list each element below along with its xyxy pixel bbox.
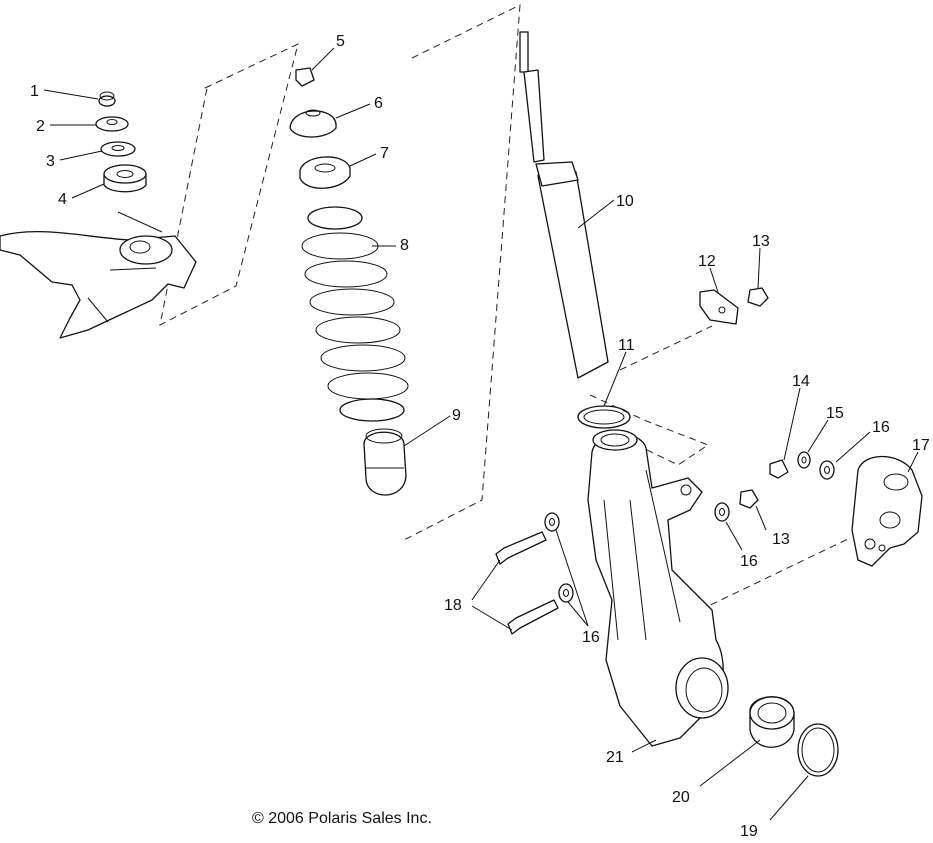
callout-14: 14: [792, 373, 810, 390]
coil-spring-8: [301, 206, 409, 422]
leader-lines: [43, 47, 919, 821]
bump-stop-9: [363, 428, 407, 496]
nut-1: [98, 91, 116, 107]
bolt-18-upper: [495, 531, 547, 565]
spring-seat-6: [289, 109, 337, 138]
callout-15: 15: [826, 405, 844, 422]
callout-8: 8: [400, 237, 409, 254]
callout-4: 4: [58, 191, 67, 208]
callout-numbers: 1 2 3 4 5 6 7 8 9 10 11 12 13 13 14 15 1…: [30, 33, 930, 840]
washer-16-middle: [714, 502, 730, 522]
callout-16-middle: 16: [740, 553, 758, 570]
nut-13-middle: [739, 489, 759, 509]
seal-ring-11: [577, 405, 631, 429]
wheel-bearing-20: [749, 696, 795, 748]
upper-mount-frame: [0, 211, 197, 339]
callout-7: 7: [380, 145, 389, 162]
callout-16-right: 16: [872, 419, 890, 436]
bolt-14: [769, 459, 789, 479]
bushing-4: [103, 164, 147, 193]
callout-13-top: 13: [752, 233, 770, 250]
strut-10: [519, 31, 609, 379]
washer-16-lower-left: [558, 583, 574, 603]
callout-21: 21: [606, 749, 624, 766]
washer-3: [100, 141, 136, 157]
copyright-notice: © 2006 Polaris Sales Inc.: [252, 810, 432, 827]
callout-12: 12: [698, 253, 716, 270]
callout-3: 3: [46, 153, 55, 170]
spring-seat-7: [299, 156, 351, 189]
callout-20: 20: [672, 789, 690, 806]
bolt-18-lower: [507, 599, 559, 635]
callout-11: 11: [618, 337, 635, 354]
snap-ring-19: [797, 723, 839, 777]
nut-13-top: [747, 287, 769, 307]
callout-6: 6: [374, 95, 383, 112]
assembly-guide-lines: [159, 4, 851, 611]
callout-10: 10: [616, 193, 634, 210]
caliper-bracket-17: [851, 456, 923, 567]
steering-knuckle-21: [587, 429, 729, 747]
callout-2: 2: [36, 118, 45, 135]
callout-9: 9: [452, 407, 461, 424]
washer-15: [797, 451, 811, 469]
callout-1: 1: [30, 83, 39, 100]
callout-17: 17: [912, 437, 930, 454]
nut-5: [295, 67, 315, 87]
washer-16-right: [819, 460, 835, 480]
callout-19: 19: [740, 823, 758, 840]
callout-18: 18: [444, 597, 462, 614]
washer-16-upper-left: [544, 512, 560, 532]
callout-5: 5: [336, 33, 345, 50]
callout-16-left: 16: [582, 629, 600, 646]
bracket-12: [699, 289, 739, 325]
callout-13-middle: 13: [772, 531, 790, 548]
washer-2: [95, 116, 129, 132]
